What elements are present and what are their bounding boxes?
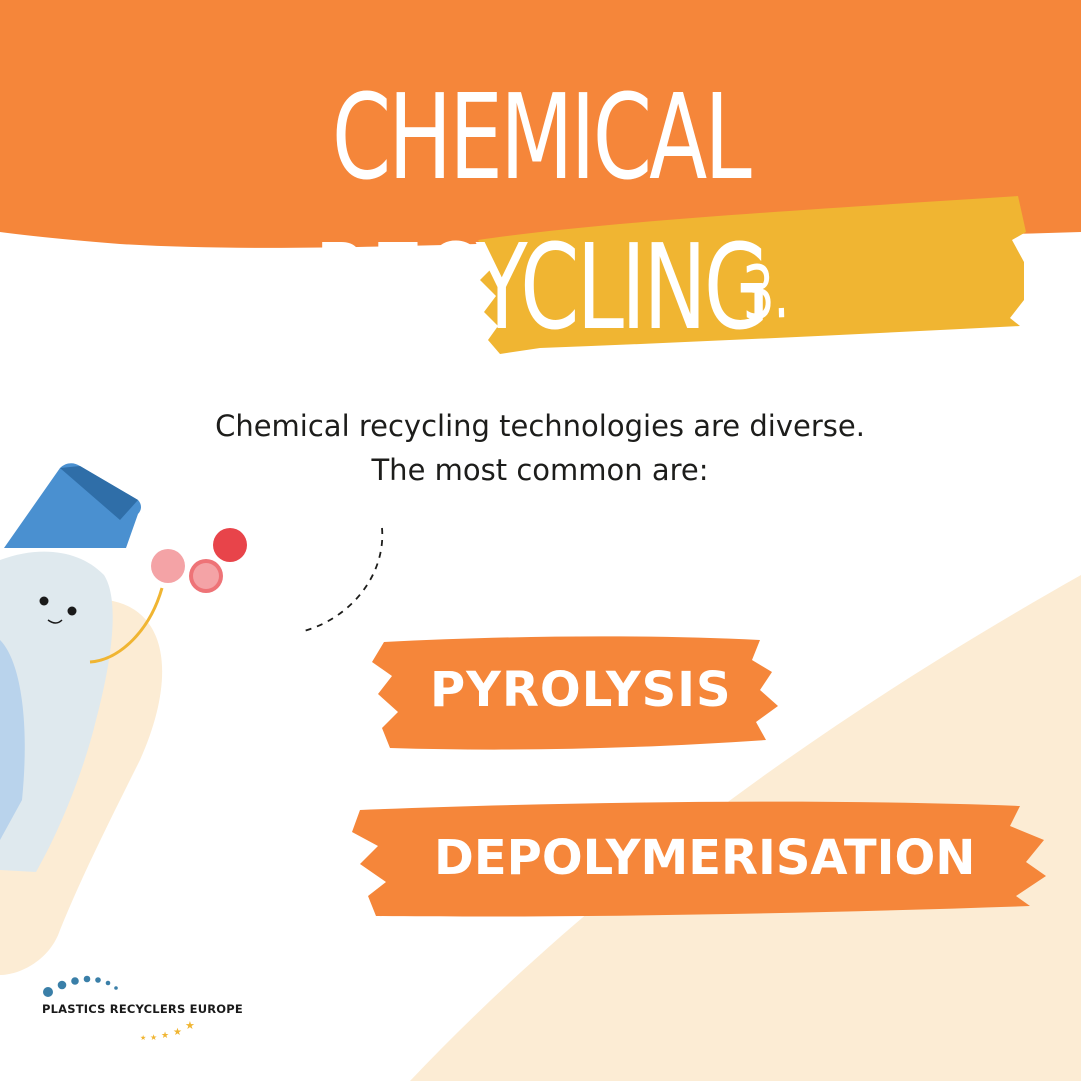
logo-star-3: ★ <box>161 1031 169 1041</box>
logo-dot-2 <box>57 980 67 990</box>
header-orange-band <box>0 0 1081 248</box>
bottle-cap-shade <box>60 466 138 520</box>
molecule-pink-1 <box>151 549 185 583</box>
character-arm <box>89 587 164 664</box>
logo-star-1: ★ <box>140 1034 146 1042</box>
depolymerisation-brush <box>352 801 1046 917</box>
technology-depolymerisation: DEPOLYMERISATION <box>434 830 976 886</box>
character-cream-trail <box>0 600 163 975</box>
main-title: CHEMICAL RECYCLING <box>313 68 770 356</box>
bottle-body <box>0 551 113 872</box>
bottle-shading <box>0 640 25 840</box>
logo-dot-4 <box>83 975 91 983</box>
subtitle-yellow-brush <box>478 196 1026 354</box>
technology-pyrolysis: PYROLYSIS <box>430 662 732 718</box>
character-eye-left <box>39 596 49 606</box>
logo-star-2: ★ <box>150 1033 157 1042</box>
logo-dot-5 <box>95 977 101 983</box>
plastics-recyclers-europe-logo: PLASTICS RECYCLERS EUROPE <box>40 970 243 1050</box>
character-smile <box>47 619 63 624</box>
logo-dot-1 <box>43 987 53 997</box>
logo-text: PLASTICS RECYCLERS EUROPE <box>42 1002 243 1016</box>
logo-star-4: ★ <box>173 1027 182 1038</box>
logo-dot-3 <box>71 977 79 985</box>
intro-text: Chemical recycling technologies are dive… <box>140 404 940 492</box>
dashed-arrow-curve <box>299 527 384 633</box>
logo-star-5: ★ <box>185 1019 195 1032</box>
logo-dot-6 <box>105 980 111 986</box>
pyrolysis-brush <box>372 636 778 750</box>
intro-line-2: The most common are: <box>371 453 709 487</box>
character-eye-right <box>67 606 77 616</box>
intro-line-1: Chemical recycling technologies are dive… <box>215 409 865 443</box>
molecule-red <box>213 528 247 562</box>
logo-dot-7 <box>114 986 118 990</box>
